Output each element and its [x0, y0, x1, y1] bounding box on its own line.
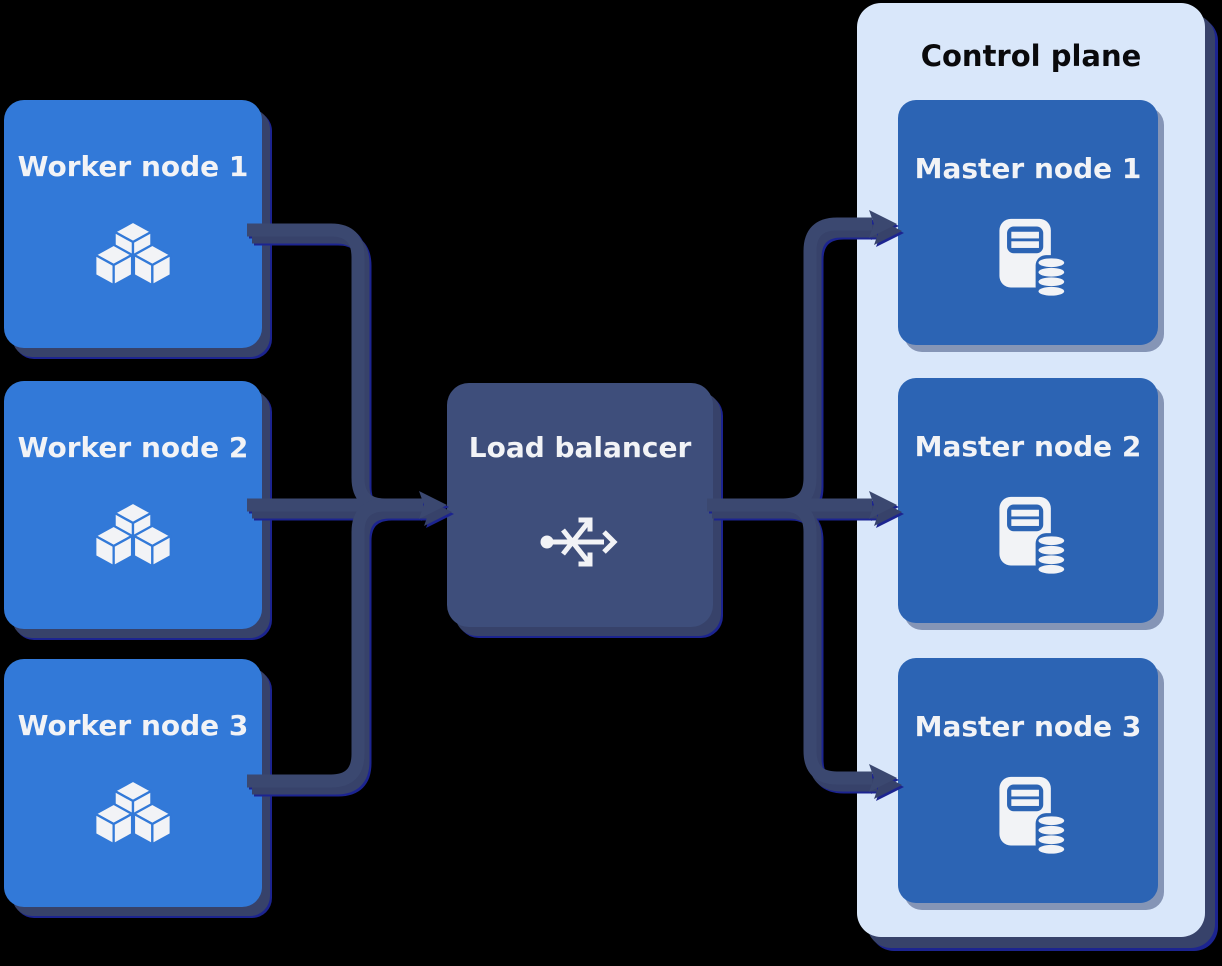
worker-node-3: Worker node 3	[4, 659, 262, 907]
control-plane-title: Control plane	[920, 39, 1142, 73]
worker-node-3-label: Worker node 3	[17, 709, 249, 742]
server-database-icon	[999, 218, 1068, 297]
worker-node-1-label: Worker node 1	[17, 150, 249, 183]
cubes-icon	[94, 779, 172, 846]
master-node-1: Master node 1	[898, 100, 1158, 345]
load-balancer-icon	[540, 517, 618, 567]
worker-node-1: Worker node 1	[4, 100, 262, 348]
master-node-3-label: Master node 3	[914, 710, 1142, 743]
wire-worker1-to-lb	[247, 223, 423, 512]
master-node-2-label: Master node 2	[914, 430, 1142, 463]
wire-lb-to-master3	[707, 498, 872, 785]
wire-worker3-to-lb	[247, 498, 423, 788]
wire-lb-to-master1	[707, 217, 872, 512]
cubes-icon	[94, 501, 172, 568]
master-node-2: Master node 2	[898, 378, 1158, 623]
server-database-icon	[999, 496, 1068, 575]
master-node-3: Master node 3	[898, 658, 1158, 903]
worker-node-2-label: Worker node 2	[17, 431, 249, 464]
load-balancer: Load balancer	[447, 383, 713, 627]
arrowhead-into-load-balancer	[419, 491, 447, 519]
control-plane-group: Control plane Master node 1 Master node …	[857, 3, 1205, 937]
cubes-icon	[94, 220, 172, 287]
load-balancer-label: Load balancer	[468, 431, 692, 464]
master-node-1-label: Master node 1	[914, 152, 1142, 185]
worker-node-2: Worker node 2	[4, 381, 262, 629]
server-database-icon	[999, 776, 1068, 855]
